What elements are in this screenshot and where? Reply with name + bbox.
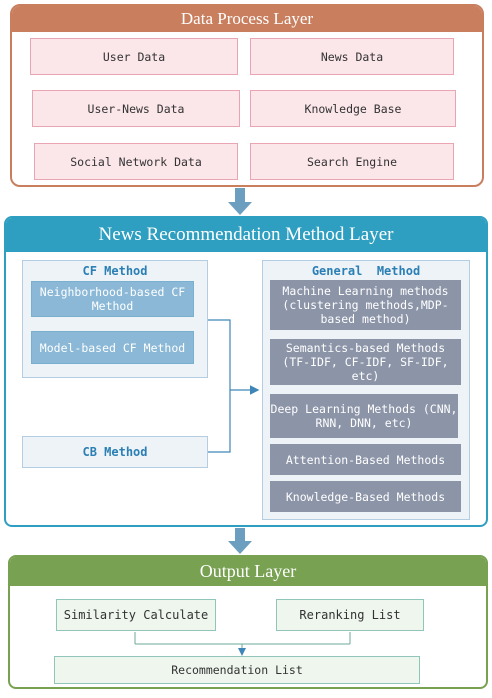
user-news-data-box: User-News Data xyxy=(32,90,240,127)
output-layer-title: Output Layer xyxy=(10,557,486,586)
machine-learning-box: Machine Learning methods (clustering met… xyxy=(270,280,461,330)
cf-method-title: CF Method xyxy=(82,264,148,278)
model-cf-box: Model-based CF Method xyxy=(31,331,194,364)
search-engine-box: Search Engine xyxy=(250,143,454,180)
arrow-method-to-output xyxy=(228,528,252,554)
knowledge-base-box: Knowledge Base xyxy=(250,90,456,127)
output-connector xyxy=(134,632,351,656)
similarity-calculate-box: Similarity Calculate xyxy=(56,599,216,631)
data-process-layer: Data Process Layer xyxy=(10,4,484,187)
general-method-title: General Method xyxy=(311,264,421,278)
reranking-list-box: Reranking List xyxy=(276,599,424,631)
user-data-box: User Data xyxy=(30,38,238,75)
news-recommendation-layer: News Recommendation Method Layer xyxy=(4,216,488,527)
neighborhood-cf-box: Neighborhood-based CF Method xyxy=(31,281,194,317)
cb-method-box: CB Method xyxy=(22,436,208,468)
arrow-data-to-method xyxy=(228,188,252,215)
recommendation-list-box: Recommendation List xyxy=(54,656,420,684)
semantics-box: Semantics-based Methods (TF-IDF, CF-IDF,… xyxy=(270,339,461,385)
social-network-data-box: Social Network Data xyxy=(34,143,238,180)
cf-cb-connector xyxy=(207,319,260,453)
attention-box: Attention-Based Methods xyxy=(270,444,461,475)
deep-learning-box: Deep Learning Methods (CNN, RNN, DNN, et… xyxy=(270,394,458,438)
data-process-layer-title: Data Process Layer xyxy=(12,6,482,32)
news-recommendation-layer-title: News Recommendation Method Layer xyxy=(6,218,486,252)
knowledge-box: Knowledge-Based Methods xyxy=(270,481,461,512)
news-data-box: News Data xyxy=(250,38,454,75)
output-layer: Output Layer xyxy=(8,555,488,689)
